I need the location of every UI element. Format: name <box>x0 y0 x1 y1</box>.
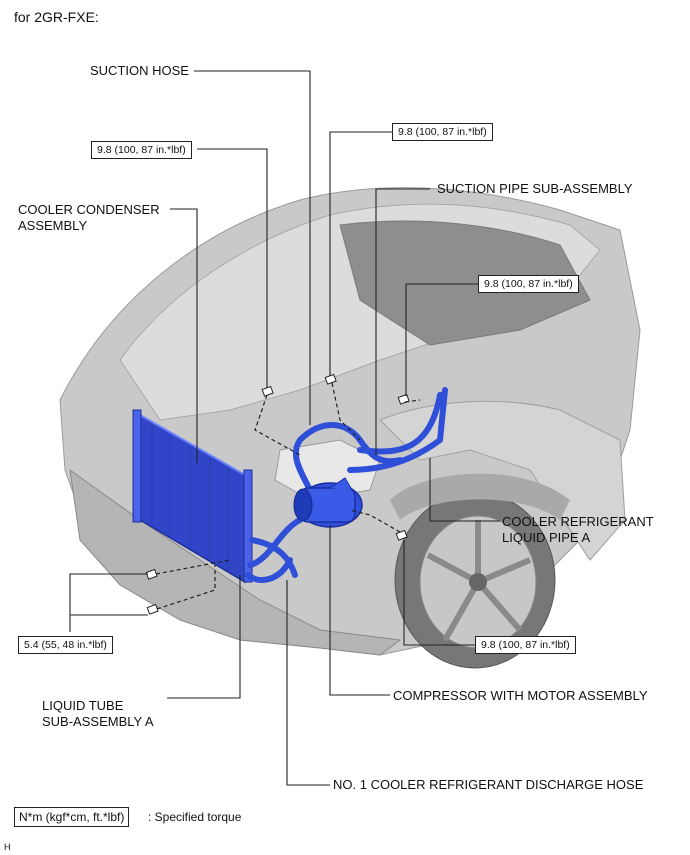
condenser-assembly <box>132 409 253 584</box>
refrigerant-pipes <box>245 387 448 583</box>
torque-box-1: 9.8 (100, 87 in.*lbf) <box>91 141 192 159</box>
torque-box-3: 9.8 (100, 87 in.*lbf) <box>478 275 579 293</box>
label-suction-hose: SUCTION HOSE <box>90 63 189 78</box>
label-compressor: COMPRESSOR WITH MOTOR ASSEMBLY <box>393 688 648 703</box>
torque-box-5: 5.4 (55, 48 in.*lbf) <box>18 636 113 654</box>
legend-unit-box: N*m (kgf*cm, ft.*lbf) <box>14 807 130 827</box>
label-condenser-line2: ASSEMBLY <box>18 218 88 233</box>
label-liquid-tube-line2: SUB-ASSEMBLY A <box>42 714 154 729</box>
torque-box-2: 9.8 (100, 87 in.*lbf) <box>392 123 493 141</box>
torque-box-4: 9.8 (100, 87 in.*lbf) <box>475 636 576 654</box>
install-paths <box>155 382 421 610</box>
bolts <box>145 373 410 615</box>
label-liquid-tube-line1: LIQUID TUBE <box>42 698 124 713</box>
leader-lines <box>69 70 500 786</box>
label-discharge-hose: NO. 1 COOLER REFRIGERANT DISCHARGE HOSE <box>333 777 644 792</box>
label-liquid-pipe-line1: COOLER REFRIGERANT <box>502 514 654 529</box>
footer-code: H <box>4 842 11 852</box>
label-liquid-pipe-line2: LIQUID PIPE A <box>502 530 591 545</box>
label-suction-pipe: SUCTION PIPE SUB-ASSEMBLY <box>437 181 633 196</box>
legend-description: : Specified torque <box>148 810 242 824</box>
diagram-heading: for 2GR-FXE: <box>14 9 99 25</box>
label-condenser-line1: COOLER CONDENSER <box>18 202 160 217</box>
